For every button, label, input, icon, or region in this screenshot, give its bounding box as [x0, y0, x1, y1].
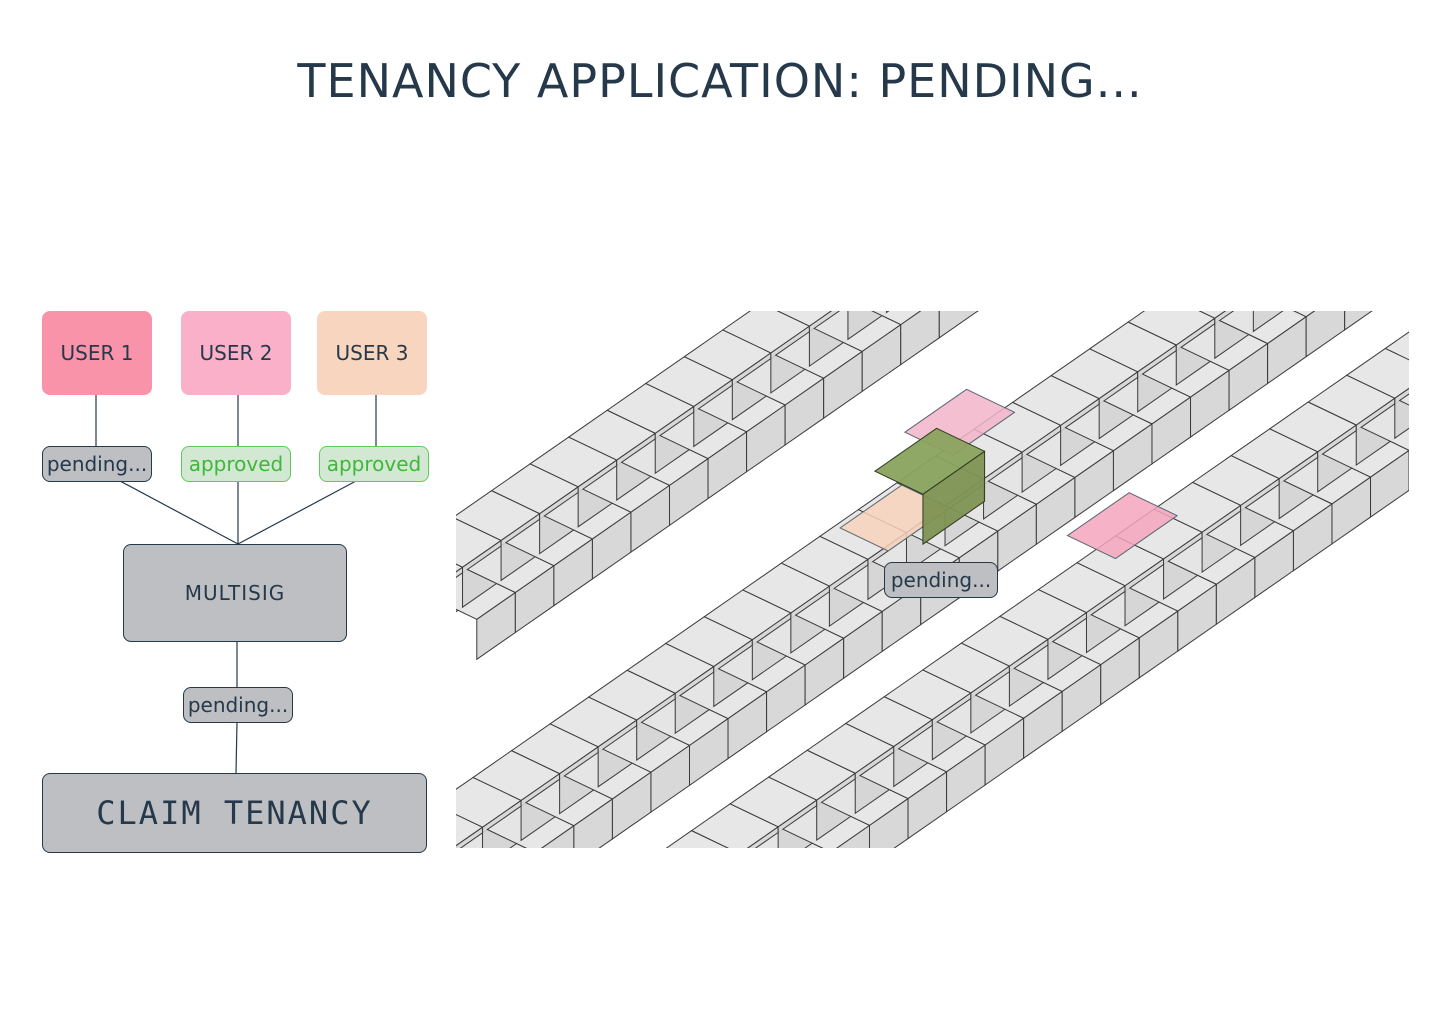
multisig-node[interactable]: MULTISIG: [123, 544, 347, 642]
unit-side: [1370, 449, 1409, 519]
user-1-node[interactable]: USER 1: [42, 311, 152, 395]
unit-side: [847, 311, 887, 341]
selected-unit-top: [873, 427, 986, 495]
unit-top: [665, 830, 730, 848]
user-1-label: USER 1: [60, 341, 134, 365]
unit-top: [1384, 331, 1409, 361]
multisig-status-badge: pending...: [183, 687, 293, 723]
unit-top: [871, 311, 922, 326]
unit-side: [1344, 311, 1373, 331]
unit-top: [1345, 347, 1409, 399]
unit-top: [1293, 311, 1316, 318]
unit-top: [776, 311, 832, 327]
user-3-node[interactable]: USER 3: [317, 311, 427, 395]
user-2-node[interactable]: USER 2: [181, 311, 291, 395]
map-pending-badge: pending...: [884, 562, 998, 598]
unit-side: [1252, 311, 1284, 333]
user-3-status-badge: approved: [319, 446, 429, 482]
unit-top: [1398, 393, 1409, 406]
user-1-status-badge: pending...: [42, 446, 152, 482]
user-1-unit: [1066, 492, 1179, 560]
user-2-status-badge: approved: [181, 446, 291, 482]
unit-side: [900, 311, 940, 366]
unit-side: [885, 311, 890, 314]
user-2-label: USER 2: [199, 341, 273, 365]
multisig-label: MULTISIG: [184, 581, 286, 605]
user-3-label: USER 3: [335, 341, 409, 365]
claim-tenancy-label: CLAIM TENANCY: [96, 794, 373, 832]
isometric-units-map[interactable]: [456, 311, 1409, 848]
claim-tenancy-button[interactable]: CLAIM TENANCY: [42, 773, 427, 853]
unit-top: [1198, 311, 1227, 319]
unit-side: [1305, 311, 1346, 358]
unit-side: [938, 311, 979, 339]
page-title: TENANCY APPLICATION: PENDING...: [297, 54, 1143, 108]
tenancy-map[interactable]: [456, 311, 1409, 848]
